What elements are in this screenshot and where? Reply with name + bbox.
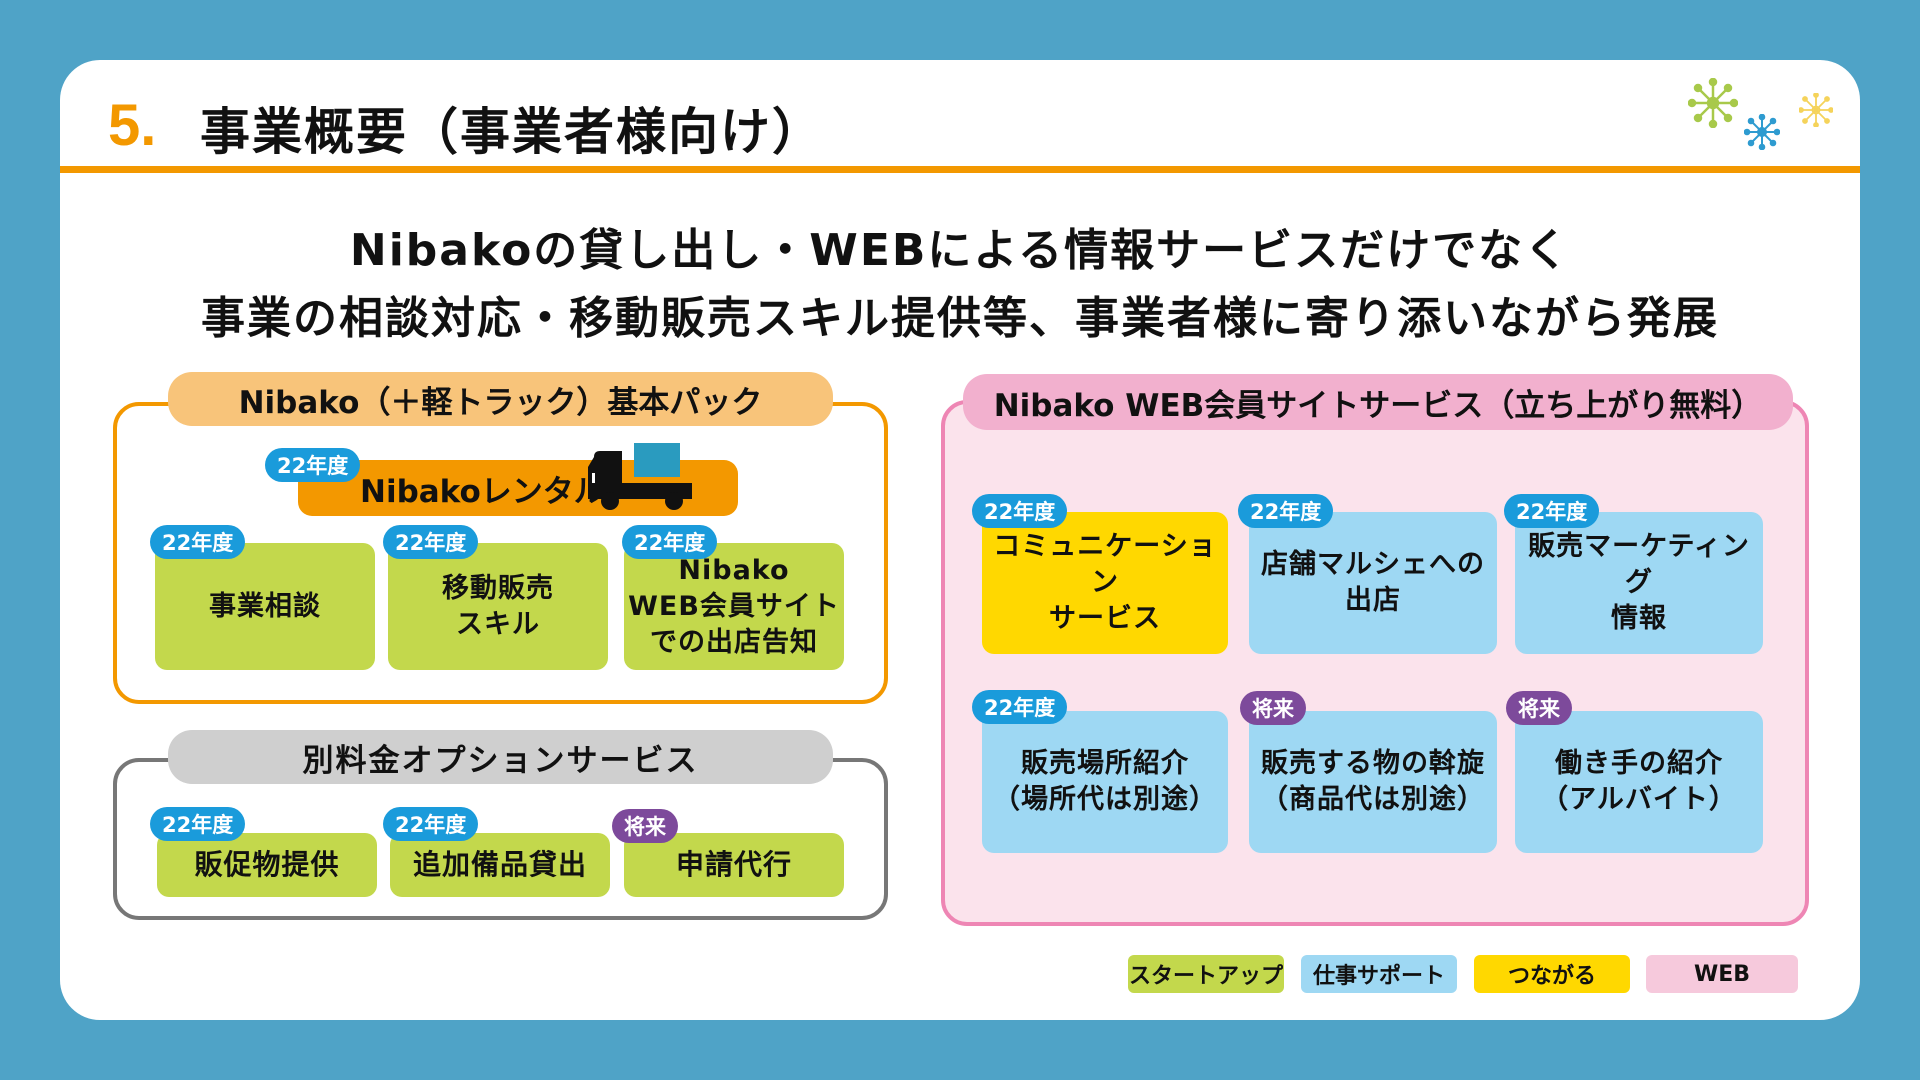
year-badge: 22年度 <box>1504 494 1600 528</box>
year-badge: 22年度 <box>972 494 1068 528</box>
tile-product-sourcing: 販売する物の斡旋 （商品代は別途） <box>1249 711 1497 853</box>
options-header: 別料金オプションサービス <box>168 730 833 784</box>
future-badge: 将来 <box>612 809 678 843</box>
title-underline <box>60 166 1860 173</box>
year-badge: 22年度 <box>150 807 246 841</box>
tile-worker-introduction: 働き手の紹介 （アルバイト） <box>1515 711 1763 853</box>
section-number: 5. <box>108 93 157 158</box>
future-badge: 将来 <box>1506 691 1572 725</box>
tile-application-agent: 申請代行 <box>624 833 844 897</box>
tile-marche-store: 店舗マルシェへの 出店 <box>1249 512 1497 654</box>
legend-work-support: 仕事サポート <box>1301 955 1457 993</box>
tile-extra-equipment: 追加備品貸出 <box>390 833 610 897</box>
blue-sparkle-icon <box>1744 114 1780 150</box>
truck-icon <box>588 443 692 510</box>
year-badge: 22年度 <box>972 690 1068 724</box>
year-badge: 22年度 <box>622 525 718 559</box>
subtitle-line-1: Nibakoの貸し出し・WEBによる情報サービスだけでなく <box>349 225 1571 276</box>
tile-sales-marketing-info: 販売マーケティング 情報 <box>1515 512 1763 654</box>
tile-business-consulting: 事業相談 <box>155 543 375 670</box>
tile-web-store-announcement: Nibako WEB会員サイト での出店告知 <box>624 543 844 670</box>
year-badge: 22年度 <box>150 525 246 559</box>
yellow-sparkle-icon <box>1799 93 1833 127</box>
tile-mobile-sales-skill: 移動販売 スキル <box>388 543 608 670</box>
legend-startup: スタートアップ <box>1128 955 1284 993</box>
year-badge: 22年度 <box>1238 494 1334 528</box>
green-sparkle-icon <box>1688 78 1738 128</box>
subtitle-line-2: 事業の相談対応・移動販売スキル提供等、事業者様に寄り添いながら発展 <box>201 293 1719 344</box>
future-badge: 将来 <box>1240 691 1306 725</box>
tile-communication-service: コミュニケーション サービス <box>982 512 1228 654</box>
nibako-rental-label: Nibakoレンタル <box>360 473 605 510</box>
tile-sales-location: 販売場所紹介 （場所代は別途） <box>982 711 1228 853</box>
year-badge: 22年度 <box>383 525 479 559</box>
page-title: 事業概要（事業者様向け） <box>200 103 824 161</box>
web-service-header: Nibako WEB会員サイトサービス（立ち上がり無料） <box>963 374 1793 430</box>
legend-connect: つながる <box>1474 955 1630 993</box>
tile-promo-materials: 販促物提供 <box>157 833 377 897</box>
basic-pack-header: Nibako（＋軽トラック）基本パック <box>168 372 833 426</box>
legend-web: WEB <box>1646 955 1798 993</box>
year-badge: 22年度 <box>383 807 479 841</box>
rental-year-badge: 22年度 <box>265 448 361 482</box>
